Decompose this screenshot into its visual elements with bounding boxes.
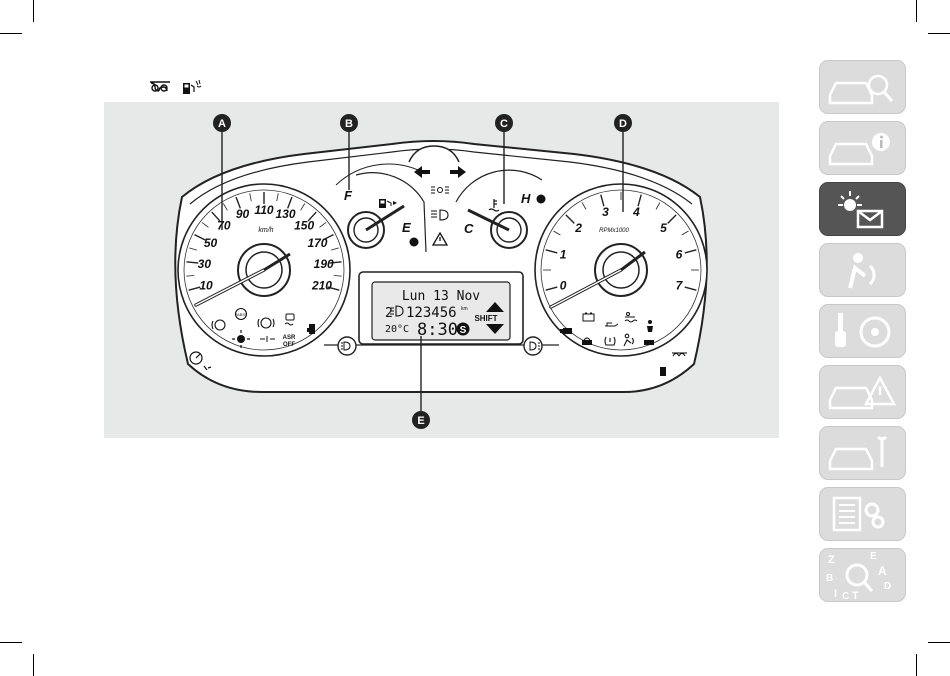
speedometer-label: 70 [217, 219, 231, 233]
asr-off-line1: ASR [283, 335, 296, 341]
svg-text:A: A [218, 118, 226, 130]
svg-text:D: D [884, 581, 891, 592]
display-date: Lun 13 Nov [402, 289, 480, 304]
callout-e: E [412, 411, 430, 429]
speed-unit-label: km/h [258, 227, 273, 234]
svg-text:(ABS): (ABS) [236, 312, 247, 317]
fuel-filter-water-icon [183, 80, 201, 94]
warning-light-message-icon [820, 183, 907, 237]
speedometer-label: 210 [311, 279, 332, 293]
svg-text:T: T [852, 590, 859, 602]
tab-warning-lights[interactable] [819, 182, 906, 236]
tachometer-label: 5 [660, 221, 667, 235]
fuel-empty-label: E [402, 220, 411, 235]
tab-car-search[interactable] [819, 60, 906, 114]
tachometer-label: 0 [560, 279, 567, 293]
svg-text:D: D [619, 118, 627, 130]
crop-mark [916, 654, 917, 676]
fuel-filter-small-icon [660, 367, 666, 376]
svg-text:C: C [842, 591, 849, 602]
display-shift: SHIFT [474, 314, 497, 323]
speedometer-label: 130 [275, 207, 295, 221]
crop-mark [33, 654, 34, 676]
crop-mark [916, 0, 917, 22]
svg-text:Z: Z [828, 554, 835, 566]
svg-text:B: B [345, 118, 353, 130]
key-steering-wheel-icon [820, 305, 907, 359]
display-time: 8:30 [417, 320, 458, 340]
crop-mark [33, 0, 34, 22]
tachometer-label: 6 [676, 248, 683, 262]
specs-gear-icon [820, 488, 907, 542]
speedometer-label: 190 [314, 257, 334, 271]
speedometer-label: 90 [236, 207, 250, 221]
tab-emergency[interactable] [819, 365, 906, 419]
car-search-icon [820, 61, 907, 115]
display-s-badge: S [460, 325, 467, 336]
callout-a: A [213, 114, 231, 132]
rear-fog-light-right-icon [524, 337, 542, 355]
crop-mark [928, 33, 950, 34]
car-info-icon [820, 122, 907, 176]
multifunction-display: Lun 13 Nov 2 123456 km 20°C 8:30 S SHIFT [359, 272, 523, 344]
rpm-unit-label: RPMx1000 [599, 228, 629, 234]
speedometer-label: 10 [199, 279, 213, 293]
display-odometer-unit: km [461, 306, 468, 312]
callout-d: D [614, 114, 632, 132]
glow-plug-icon [150, 82, 170, 91]
temp-hot-label: H [521, 191, 531, 206]
svg-text:I: I [834, 588, 837, 600]
svg-text:B: B [826, 573, 833, 584]
temp-hot-dot [537, 195, 546, 204]
display-odometer: 123456 [406, 305, 457, 321]
tab-car-info[interactable] [819, 121, 906, 175]
fuel-full-label: F [344, 188, 353, 203]
svg-text:E: E [417, 415, 424, 427]
airbag-seat-icon [820, 244, 907, 298]
svg-text:E: E [870, 551, 877, 562]
tab-specifications[interactable] [819, 487, 906, 541]
tachometer-label: 3 [602, 205, 609, 219]
crop-mark [0, 642, 22, 643]
rear-fog-light-left-icon [338, 337, 356, 355]
car-wrench-icon [820, 427, 907, 481]
crop-mark [0, 33, 22, 34]
tab-safety[interactable] [819, 243, 906, 297]
diesel-particulate-icon [644, 340, 654, 345]
fuel-reserve-dot [410, 238, 419, 247]
legend-icons [147, 77, 207, 99]
svg-text:A: A [878, 564, 887, 578]
instrument-panel-illustration: 1030507090110130150170190210 km/h 012345… [104, 102, 779, 438]
display-temperature: 20°C [385, 324, 409, 335]
svg-text:C: C [500, 118, 508, 130]
speedometer-label: 150 [294, 219, 314, 233]
callout-b: B [340, 114, 358, 132]
tachometer-label: 4 [632, 205, 640, 219]
tab-maintenance[interactable] [819, 426, 906, 480]
temp-cold-label: C [464, 221, 474, 236]
asr-off-line2: OFF [283, 342, 295, 348]
tab-starting-driving[interactable] [819, 304, 906, 358]
tachometer-label: 1 [560, 248, 567, 262]
speedometer-label: 50 [204, 236, 218, 250]
speedometer-label: 170 [307, 236, 327, 250]
crop-mark [928, 642, 950, 643]
speedometer-label: 30 [198, 257, 212, 271]
callout-c: C [495, 114, 513, 132]
tachometer-label: 2 [574, 221, 582, 235]
speedometer-label: 110 [254, 203, 273, 217]
car-crash-warning-icon [820, 366, 907, 420]
